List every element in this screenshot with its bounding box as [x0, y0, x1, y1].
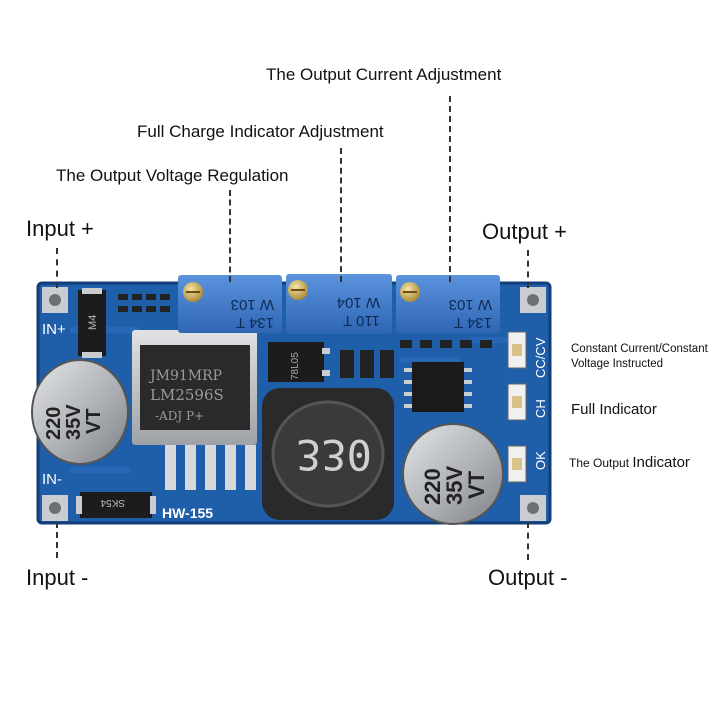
potentiometer-current[interactable]: W 103 134 T [396, 275, 500, 333]
silk-in-plus: IN+ [42, 321, 66, 338]
svg-text:W 103: W 103 [231, 296, 274, 313]
leader-input-plus [56, 248, 58, 288]
op-amp-chip [404, 362, 472, 412]
svg-text:134 T: 134 T [236, 314, 274, 331]
label-full-charge-indicator-adjustment: Full Charge Indicator Adjustment [137, 122, 384, 141]
leader-input-minus [56, 522, 58, 558]
pad-output-plus [520, 287, 546, 313]
svg-text:LM2596S: LM2596S [150, 386, 224, 404]
pad-output-minus [520, 495, 546, 521]
inductor: 330 [262, 388, 394, 520]
svg-text:35V: 35V [442, 466, 467, 505]
svg-text:VT: VT [83, 408, 105, 434]
leader-current [449, 96, 451, 282]
svg-text:-ADJ P+: -ADJ P+ [155, 409, 204, 423]
svg-text:35V: 35V [63, 404, 85, 440]
label-output-plus: Output + [482, 219, 568, 244]
svg-text:78L05: 78L05 [290, 352, 301, 380]
label-output-minus: Output - [488, 565, 568, 590]
smd-resistor-row [118, 294, 170, 312]
label-output-voltage-regulation: The Output Voltage Regulation [56, 166, 289, 185]
leader-full-charge [340, 148, 342, 282]
svg-text:JM91MRP: JM91MRP [148, 368, 222, 384]
smd-components [340, 340, 492, 378]
silk-cc-cv: CC/CV [533, 337, 548, 378]
label-output-indicator-prefix: The Output [569, 456, 633, 470]
regulator-78l05: 78L05 [268, 342, 330, 382]
svg-text:134 T: 134 T [454, 314, 492, 331]
leader-output-minus [527, 522, 529, 560]
svg-text:W 104: W 104 [337, 294, 380, 311]
svg-text:VT: VT [464, 470, 489, 499]
diode-top: M4 [78, 288, 106, 358]
svg-text:220: 220 [43, 407, 65, 440]
label-input-plus: Input + [26, 216, 94, 241]
pad-input-minus [42, 495, 68, 521]
label-output-current-adjustment: The Output Current Adjustment [266, 65, 502, 84]
label-output-indicator-suffix: Indicator [632, 454, 690, 471]
svg-text:W 103: W 103 [449, 296, 492, 313]
lm2596-regulator: JM91MRP LM2596S -ADJ P+ [132, 330, 257, 490]
pad-input-plus [42, 287, 68, 313]
led-output [507, 445, 527, 483]
led-full [507, 383, 527, 421]
potentiometer-full-charge[interactable]: W 104 110 T [286, 274, 392, 334]
silk-model: HW-155 [162, 505, 213, 521]
leader-output-plus [527, 250, 529, 288]
capacitor-right: 220 35V VT [402, 423, 504, 525]
silk-ch: CH [533, 399, 548, 418]
svg-text:330: 330 [296, 430, 372, 479]
led-cc-cv [507, 331, 527, 369]
label-cc-cv-indicator: Constant Current/Constant Voltage Instru… [571, 342, 708, 372]
capacitor-left: 220 35V VT [31, 359, 129, 465]
silk-in-minus: IN- [42, 471, 62, 488]
svg-text:220: 220 [420, 468, 445, 505]
diode-bottom: SK54 [76, 492, 156, 518]
silk-ok: OK [533, 451, 548, 470]
label-cc-cv-line1: Constant Current/Constant [571, 343, 708, 355]
label-full-indicator: Full Indicator [571, 401, 657, 418]
label-cc-cv-line2: Voltage Instructed [571, 358, 664, 370]
label-input-minus: Input - [26, 565, 89, 590]
svg-text:SK54: SK54 [100, 497, 125, 508]
potentiometer-voltage[interactable]: W 103 134 T [178, 275, 282, 333]
leader-voltage [229, 190, 231, 282]
svg-text:M4: M4 [87, 315, 99, 330]
label-output-indicator: The Output Indicator [569, 455, 690, 471]
svg-text:110 T: 110 T [343, 312, 380, 329]
